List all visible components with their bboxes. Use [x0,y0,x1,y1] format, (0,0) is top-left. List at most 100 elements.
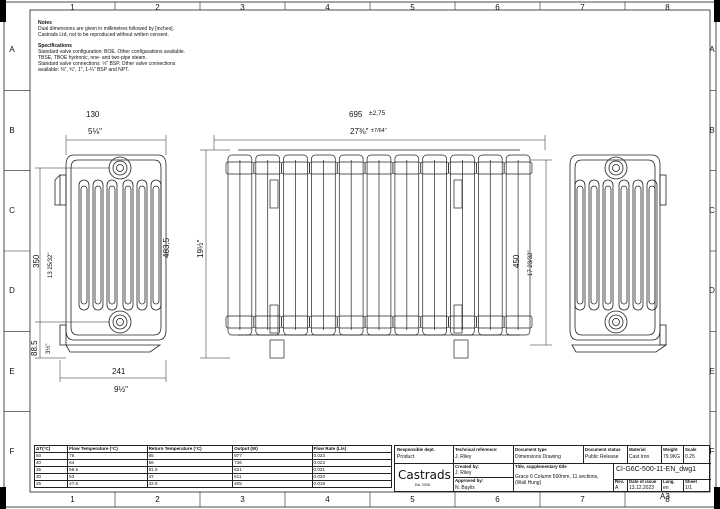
flow-table-cell: 35 [33,466,69,474]
spec-line: Standard valve configuration: BOE. Other… [38,49,186,55]
flow-table: ΔT(°C) Flow Temperature (°C) Return Temp… [33,445,393,488]
zone-column-label: 2 [155,495,160,504]
corner-mark [0,0,6,22]
front-view [225,149,533,359]
flow-table-cell: 30 [33,473,69,481]
doc-type-label: Document type [515,447,547,452]
flow-table-cell: 0.021 [311,466,393,474]
spec-title: Specifications [38,43,72,49]
flow-table-cell: 64 [67,459,148,467]
flow-table-cell: 53 [67,473,148,481]
flow-table-cell: 65 [146,452,234,460]
foot-in: 3½" [46,343,52,354]
flow-table-cell: 75 [67,452,148,460]
date: 13.12.2023 [629,485,655,491]
header-cell: Output (W) [232,445,313,453]
title-line-2: (Wall Hung) [515,480,542,486]
width-mm: 695 [349,110,363,119]
foot-mm: 88.5 [30,340,39,356]
side-height-mm: 350 [32,254,41,268]
flow-table-cell: 977 [232,452,313,460]
castrads-logo: Castrads [398,468,451,482]
centres-mm: 450 [512,254,521,268]
flow-table-cell: 0.020 [311,473,393,481]
scale-label: Scale [685,447,697,452]
inner-frame [29,9,711,493]
lang-label: Lang. [663,479,675,484]
approved-by-label: Approved by: [455,478,484,483]
flow-table-cell: 0.023 [311,452,393,460]
doc-status-label: Document status [585,447,621,452]
corner-mark [714,487,720,509]
doc-status: Public Release [585,454,619,460]
zone-column-label: 6 [495,3,500,12]
width-in: 27⅜" [350,127,369,136]
sheet-label: Sheet [685,479,697,484]
created-by: J. Riley [455,470,472,476]
flow-table-cell: 0.019 [311,480,393,488]
flow-table-cell: 40 [33,459,69,467]
paper-size: A3 [660,492,670,501]
weight-label: Weight [663,447,678,452]
zone-row-label: A [709,45,715,55]
flow-table-cell: 736 [232,459,313,467]
flow-table-cell: 58.5 [67,466,148,474]
flow-table-header: ΔT(°C) Flow Temperature (°C) Return Temp… [33,445,393,453]
spec-line: Standard valve connections: ½" BSP. Othe… [38,61,176,67]
flow-table-cell: 51.5 [146,466,234,474]
material-label: Material [629,447,646,452]
bottom-in: 9½" [114,385,128,394]
zone-column-label: 6 [495,495,500,504]
dimension-lines [35,135,552,382]
technical-ref: J. Riley [455,454,472,460]
spec-line: TBSE, TBOE hydronic, one- and two-pipe s… [38,55,147,61]
flow-table-cell: 50 [33,452,69,460]
zone-column-label: 5 [410,495,415,504]
depth-mm: 130 [86,110,100,119]
notes-line: Castrads Ltd, not to be reproduced witho… [38,32,169,38]
side-height-in: 13 25/32" [48,252,54,279]
responsible-dept-label: Responsible dept. [397,447,435,452]
flow-table-cell: 47.5 [67,480,148,488]
flow-table-cell: 0.022 [311,459,393,467]
zone-column-label: 7 [580,495,585,504]
weight: 79.9KG [663,454,680,460]
zone-row-label: E [9,366,15,376]
zone-column-label: 8 [665,495,670,504]
corner-mark [0,487,6,509]
lang: en [663,485,669,491]
header-cell: ΔT(°C) [33,445,69,453]
scale: 0.25 [685,454,695,460]
rev-label: Rev. [615,479,624,484]
doc-number: CI-G6C-500-11-EN_dwg1 [616,466,697,473]
bottom-mm: 241 [112,367,126,376]
zone-row-label: F [9,446,15,456]
outer-frame [3,1,717,508]
zone-column-label: 1 [70,3,75,12]
header-cell: Return Temperature (°C) [146,445,234,453]
material: Cast Iron [629,454,650,460]
width-in-tol: ±7/64" [371,128,387,134]
notes-line: Dual dimensions are given in millimetres… [38,26,174,32]
approved-by: N. Baylis [455,485,475,491]
zone-column-label: 3 [240,495,245,504]
technical-ref-label: Technical reference: [455,447,498,452]
date-label: Date of issue [629,479,657,484]
notes-block: Notes Dual dimensions are given in milli… [38,20,248,73]
zone-column-label: 4 [325,495,330,504]
flow-table-cell: 42.5 [146,480,234,488]
zone-row-label: B [9,125,15,135]
zone-column-label: 4 [325,3,330,12]
notes-title: Notes [38,20,52,26]
created-by-label: Created by: [455,464,480,469]
title-label: Title, supplementary title [515,464,567,469]
zone-row-label: B [709,125,715,135]
zone-row-label: E [709,366,715,376]
flow-table-cell: 47 [146,473,234,481]
title-block: Responsible dept. Product Technical refe… [394,445,711,492]
